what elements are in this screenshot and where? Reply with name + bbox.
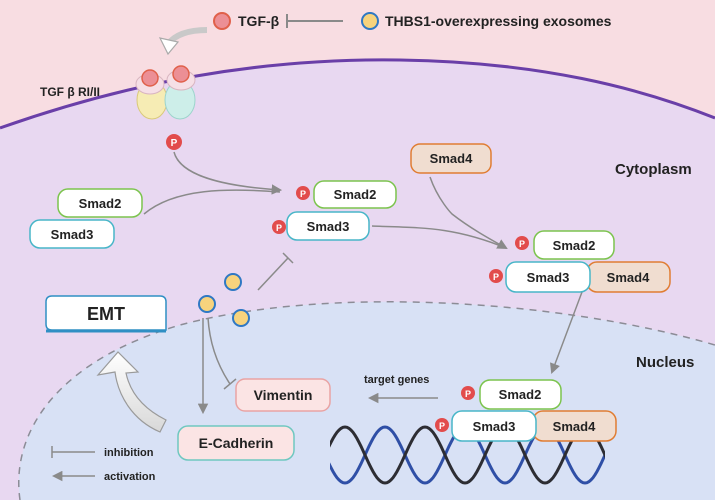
phospho-badge: P bbox=[166, 134, 182, 150]
nuclear-translocation-arrow bbox=[550, 291, 583, 374]
receptor-label: TGF β RI/II bbox=[40, 85, 100, 99]
tgf-beta-receptor bbox=[135, 65, 196, 120]
svg-text:P: P bbox=[276, 223, 282, 233]
svg-text:Smad4: Smad4 bbox=[553, 419, 596, 434]
smad4-binding-arrow bbox=[429, 176, 508, 250]
phosphorylation-arrow bbox=[173, 151, 283, 195]
exosome-1 bbox=[224, 273, 242, 291]
exosome-inhibit-smad-bar bbox=[282, 252, 294, 264]
svg-text:Smad2: Smad2 bbox=[334, 187, 377, 202]
svg-text:P: P bbox=[519, 239, 525, 249]
svg-text:Smad3: Smad3 bbox=[473, 419, 516, 434]
svg-text:Smad3: Smad3 bbox=[307, 219, 350, 234]
smad2-unphosphorylated: Smad2 bbox=[57, 188, 143, 218]
ligand-binding-arrow-head bbox=[158, 37, 180, 56]
svg-text:P: P bbox=[171, 138, 178, 149]
tgf-beta-label: TGF-β bbox=[238, 13, 280, 29]
exosome-3 bbox=[232, 309, 250, 327]
target-genes-label: target genes bbox=[364, 374, 429, 386]
smad-complex-cytoplasm: Smad2 P Smad4 Smad3 P bbox=[489, 230, 671, 293]
smad2-phosphorylated: Smad2 P bbox=[296, 180, 397, 209]
emt-promotion-arrow bbox=[96, 351, 167, 433]
smad3-unphosphorylated: Smad3 bbox=[29, 219, 115, 249]
smad-recruit-arrow bbox=[143, 189, 281, 215]
svg-text:Smad4: Smad4 bbox=[607, 270, 650, 285]
e-cadherin-box: E-Cadherin bbox=[177, 425, 295, 461]
nucleus-label: Nucleus bbox=[636, 354, 694, 371]
nuclear-envelope bbox=[18, 301, 715, 500]
cell-membrane bbox=[0, 58, 715, 130]
legend-inhibition-label: inhibition bbox=[104, 447, 154, 459]
vimentin-box: Vimentin bbox=[235, 378, 331, 412]
svg-text:Vimentin: Vimentin bbox=[254, 387, 313, 403]
tgf-beta-ligand-icon bbox=[213, 12, 231, 30]
smad3-phosphorylated: Smad3 P bbox=[272, 211, 370, 241]
smad4-free: Smad4 bbox=[410, 143, 492, 174]
svg-text:Smad2: Smad2 bbox=[79, 196, 122, 211]
exosome-inhibit-vimentin-line bbox=[207, 317, 231, 385]
smad-complex-nucleus: Smad2 P Smad4 Smad3 P bbox=[435, 379, 617, 442]
exosome-inhibit-vimentin-bar bbox=[223, 378, 237, 390]
svg-text:P: P bbox=[439, 421, 445, 431]
svg-text:Smad3: Smad3 bbox=[527, 270, 570, 285]
svg-text:Smad4: Smad4 bbox=[430, 151, 473, 166]
cytoplasm-label: Cytoplasm bbox=[615, 161, 692, 178]
exosome-2 bbox=[198, 295, 216, 313]
svg-text:Smad3: Smad3 bbox=[51, 227, 94, 242]
svg-text:E-Cadherin: E-Cadherin bbox=[199, 435, 274, 451]
exosome-legend-label: THBS1-overexpressing exosomes bbox=[385, 13, 612, 29]
svg-text:Smad2: Smad2 bbox=[499, 387, 542, 402]
svg-text:P: P bbox=[465, 389, 471, 399]
exosome-inhibit-smad-line bbox=[257, 257, 289, 291]
exosome-icon bbox=[361, 12, 379, 30]
svg-text:P: P bbox=[300, 189, 306, 199]
svg-text:Smad2: Smad2 bbox=[553, 238, 596, 253]
emt-box: EMT bbox=[45, 295, 167, 333]
svg-text:EMT: EMT bbox=[87, 304, 125, 324]
legend-activation-label: activation bbox=[104, 471, 156, 483]
smad23-to-complex-arrow bbox=[371, 225, 507, 249]
svg-text:P: P bbox=[493, 272, 499, 282]
